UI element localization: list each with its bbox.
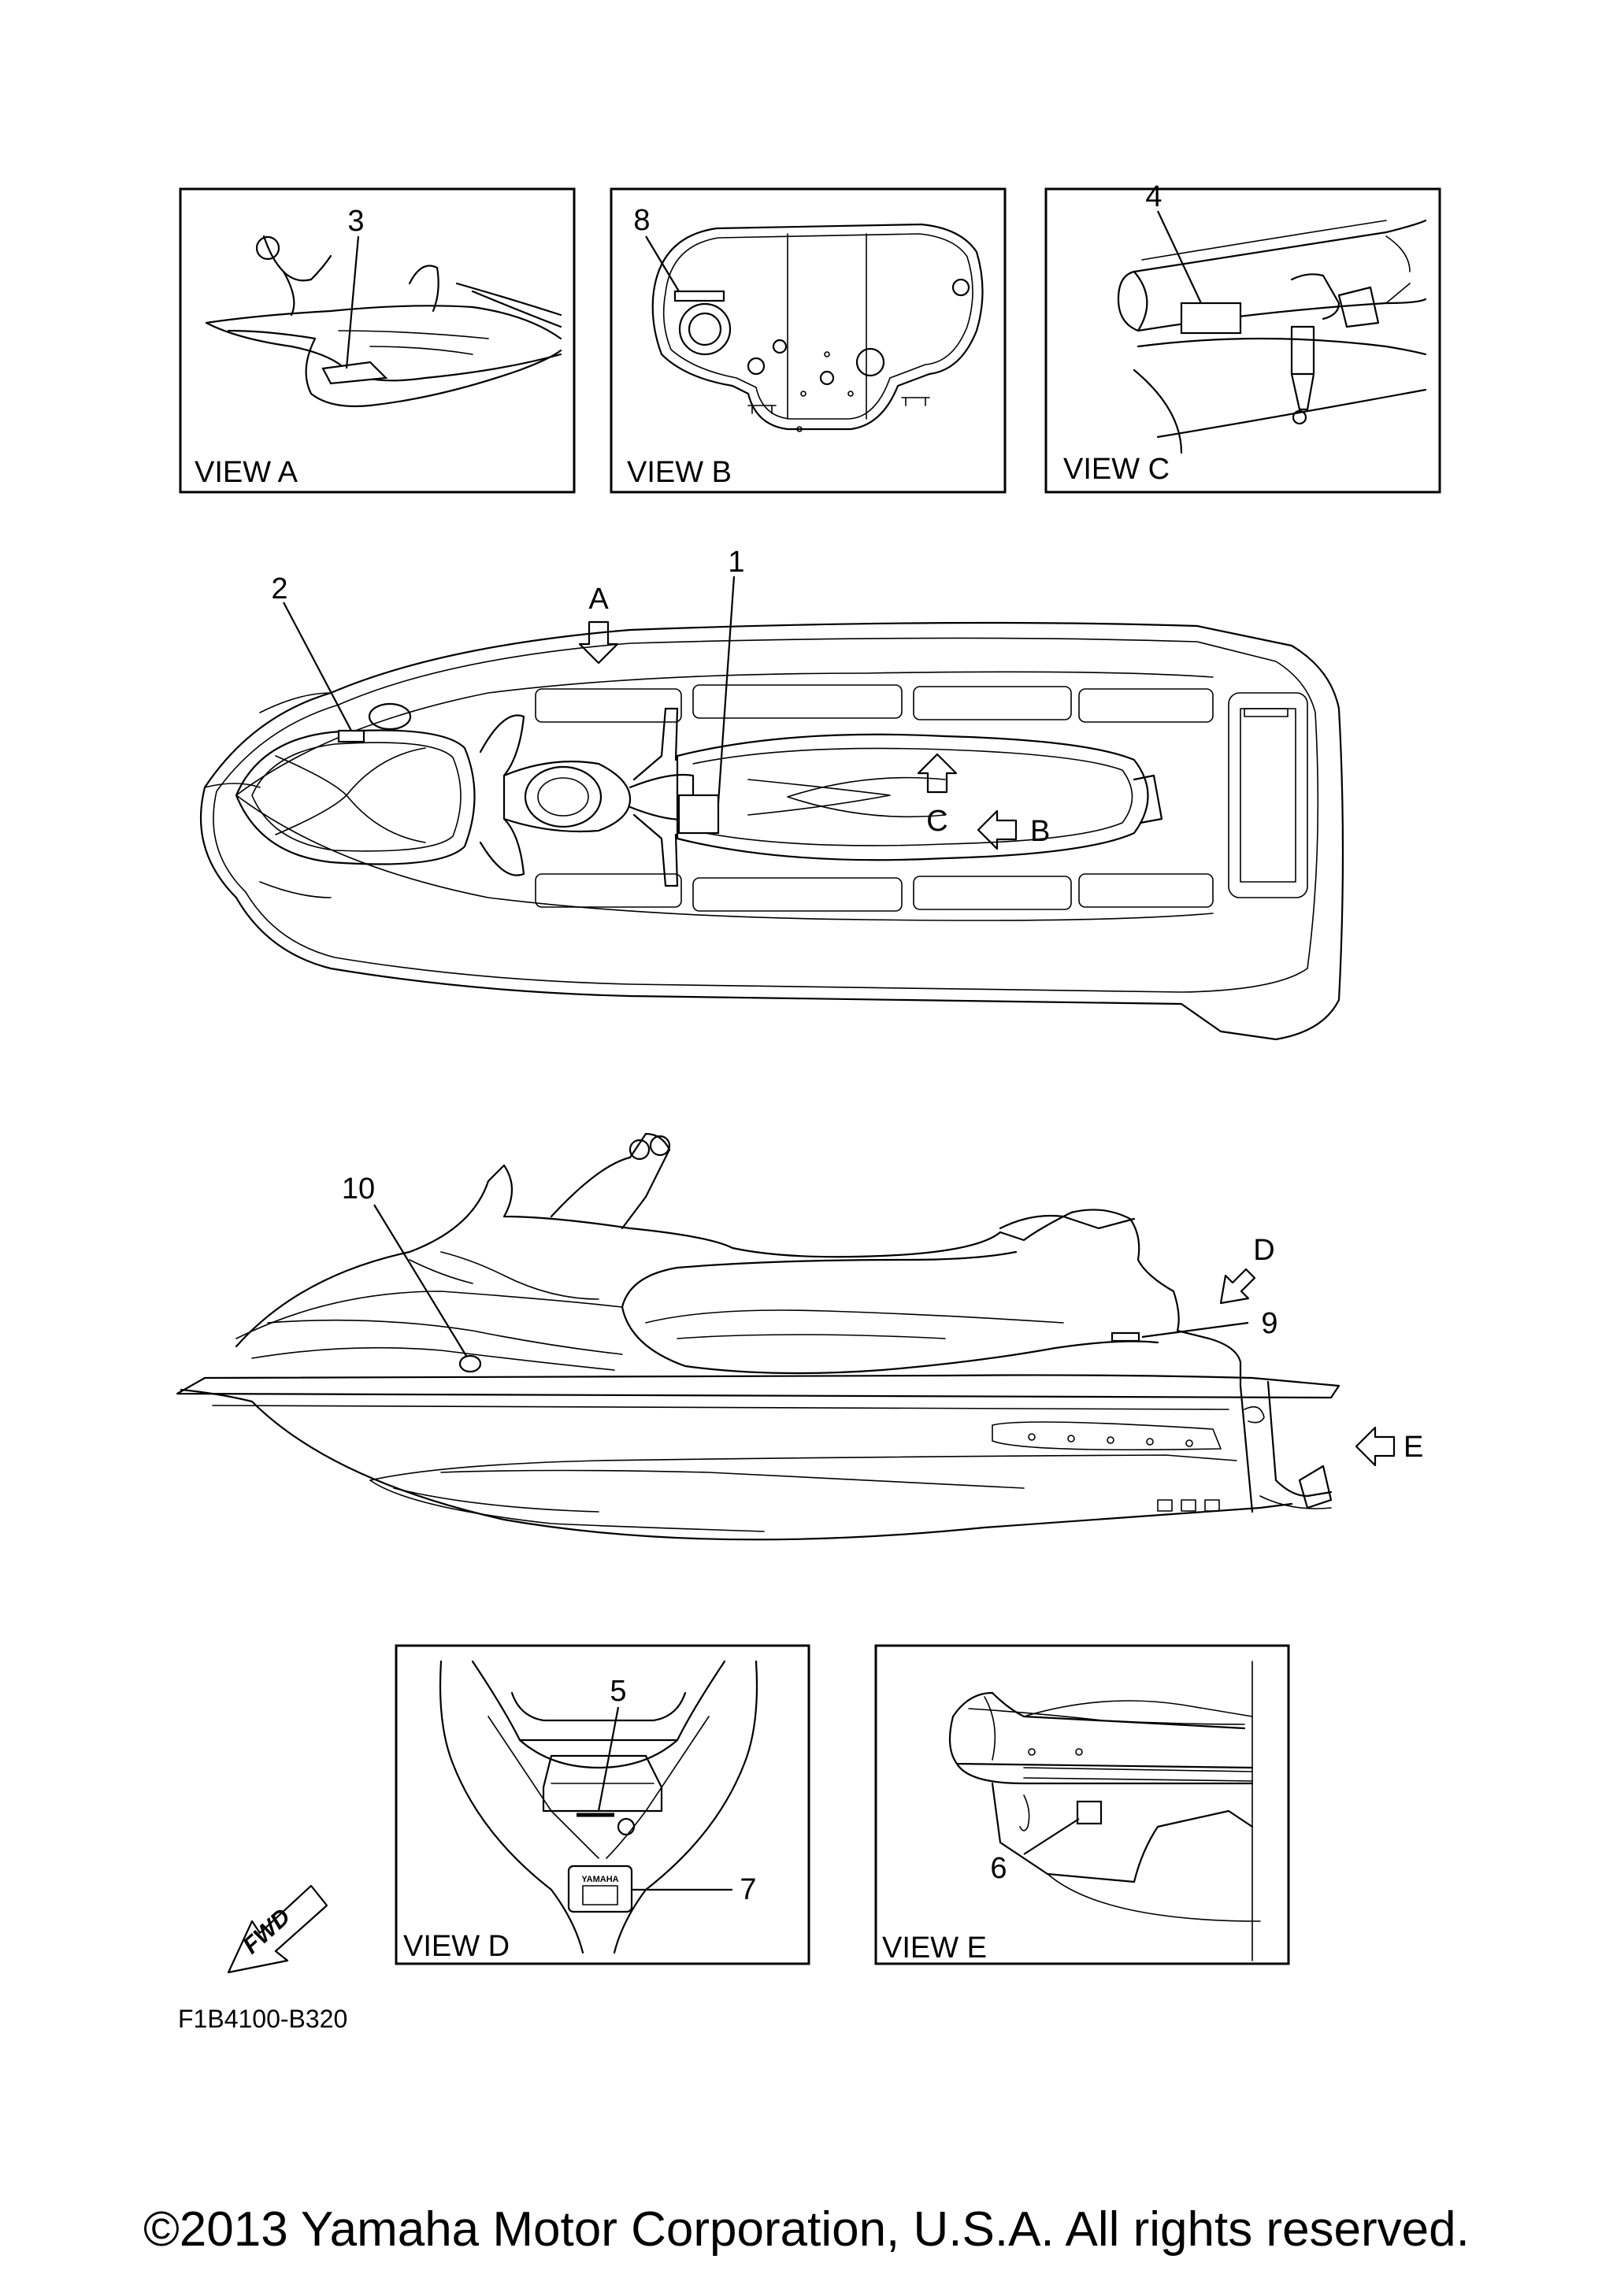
label-8-marker [673,290,725,302]
part-code: F1B4100-B320 [178,2005,347,2033]
arrow-d-label: D [1253,1234,1274,1267]
arrow-c-icon [917,753,958,794]
callout-3: 3 [347,205,364,238]
view-d-panel: YAMAHA 5 7 VIEW D [395,1644,810,1965]
arrow-e-icon [1355,1426,1396,1467]
view-e-illustration [948,1661,1261,1961]
callout-4: 4 [1145,180,1162,213]
view-b-panel: 8 VIEW B [610,187,1007,494]
callout-2: 2 [271,572,287,605]
view-a-illustration [205,235,562,408]
arrow-b-label: B [1030,815,1050,848]
top-view-illustration [199,621,1344,1041]
callout-6: 6 [990,1852,1007,1885]
view-b-illustration [651,223,984,432]
view-e-panel: 6 VIEW E [874,1644,1290,1965]
label-9-marker [1111,1331,1140,1342]
view-c-illustration [1117,219,1427,454]
side-view-illustration [176,1132,1340,1541]
arrow-c-label: C [926,805,947,838]
label-6-marker [1076,1800,1103,1825]
view-c-panel: 4 VIEW C [1044,180,1441,494]
callout-5: 5 [610,1675,626,1708]
fwd-label: FWD [238,1904,295,1959]
yamaha-logo: YAMAHA [581,1875,618,1884]
arrow-b-icon [977,809,1018,850]
label-2-marker [337,729,365,743]
fwd-arrow-icon: FWD [227,1884,328,1974]
view-d-title: VIEW D [403,1930,510,1963]
deck-mats [535,684,1214,912]
label-3-marker [321,361,388,385]
arrow-a-icon [578,620,619,665]
label-4-marker [1180,302,1242,335]
callout-8: 8 [633,204,650,237]
view-a-panel: 3 VIEW A [179,187,576,494]
view-b-title: VIEW B [627,456,732,489]
view-c-title: VIEW C [1063,453,1170,486]
callout-10: 10 [342,1172,375,1205]
view-e-title: VIEW E [882,1931,987,1965]
view-a-title: VIEW A [195,456,298,489]
arrow-e-label: E [1403,1431,1423,1464]
copyright-notice: ©2013 Yamaha Motor Corporation, U.S.A. A… [143,2202,1470,2257]
callout-7: 7 [740,1873,756,1906]
callout-9: 9 [1261,1307,1277,1340]
arrow-d-icon [1219,1268,1256,1305]
label-1-marker [677,794,720,835]
callout-1: 1 [728,546,744,579]
view-d-illustration: YAMAHA [439,1660,758,1954]
label-10-marker [458,1354,482,1373]
arrow-a-label: A [588,583,609,616]
